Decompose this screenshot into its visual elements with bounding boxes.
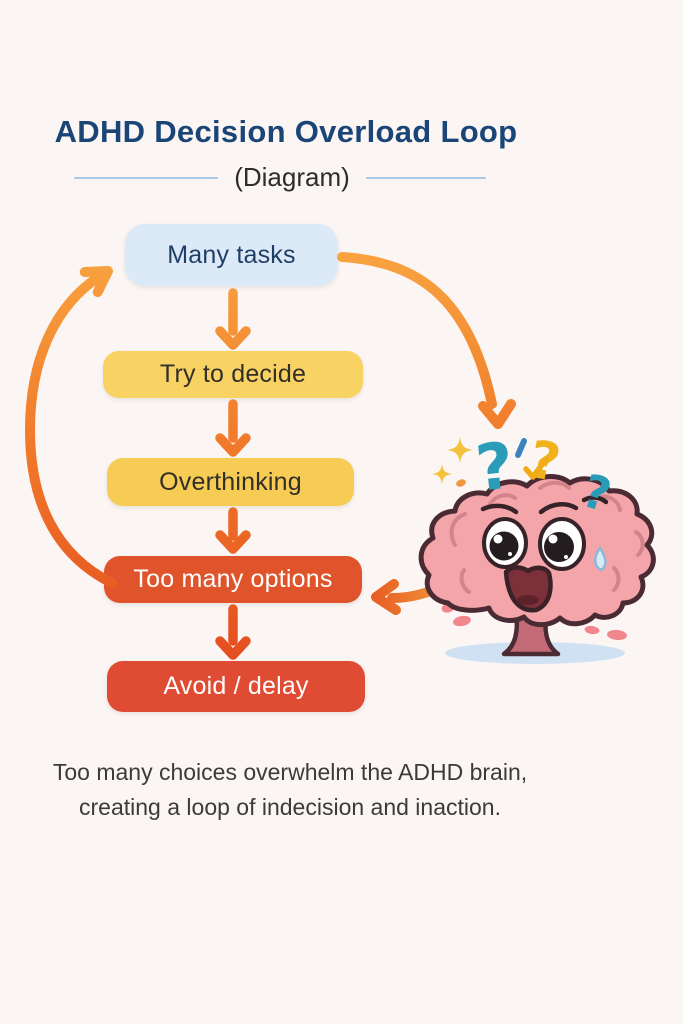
flow-step-label: Many tasks (167, 240, 296, 269)
flow-step-label: Try to decide (159, 360, 307, 388)
brain-folds (449, 480, 645, 594)
down-arrow-1 (215, 288, 251, 350)
subtitle-divider-left (74, 176, 219, 179)
brain-to-options-arrow (371, 578, 452, 615)
flow-step-too-many-options: Too many options (104, 556, 362, 603)
brain-illustration: ? ? ? (418, 429, 656, 664)
subtitle-divider-right (365, 176, 486, 179)
tear-drop (594, 545, 607, 572)
flow-step-overthinking: Overthinking (107, 458, 354, 506)
flow-step-many-tasks: Many tasks (125, 224, 338, 286)
loop-arrow (25, 266, 117, 588)
subtitle-row: (Diagram) (58, 162, 502, 193)
accent-dot (456, 479, 466, 487)
brain-stem (501, 607, 561, 657)
sparkle-icon (447, 437, 473, 463)
down-arrow-4 (215, 604, 251, 660)
flow-step-label: Too many options (133, 565, 333, 593)
flow-step-avoid-delay: Avoid / delay (107, 661, 365, 712)
splatter-dots (441, 603, 627, 641)
page-title: ADHD Decision Overload Loop (54, 114, 518, 149)
flow-step-label: Avoid / delay (163, 672, 309, 700)
question-mark-icon: ? (472, 429, 517, 506)
subtitle-label: (Diagram) (234, 162, 350, 192)
curve-arrow-to-brain (337, 252, 516, 429)
right-eye (538, 517, 586, 571)
down-arrow-2 (215, 399, 251, 457)
left-eye (482, 517, 528, 569)
question-mark-icon: ? (525, 430, 565, 494)
caption: Too many choices overwhelm the ADHD brai… (0, 755, 580, 825)
flow-step-label: Overthinking (159, 467, 302, 496)
flow-step-try-to-decide: Try to decide (103, 351, 363, 398)
caption-line-2: creating a loop of indecision and inacti… (79, 794, 501, 820)
question-mark-icon: ? (576, 463, 617, 522)
caption-line-1: Too many choices overwhelm the ADHD brai… (52, 759, 528, 785)
sparkle-icon (432, 464, 452, 484)
brain-shadow (445, 642, 625, 664)
mouth (503, 565, 553, 613)
down-arrow-3 (215, 507, 251, 554)
check-mark (523, 456, 549, 480)
brain-body (418, 474, 656, 628)
tick-mark (515, 438, 527, 458)
eyebrows (480, 495, 609, 515)
